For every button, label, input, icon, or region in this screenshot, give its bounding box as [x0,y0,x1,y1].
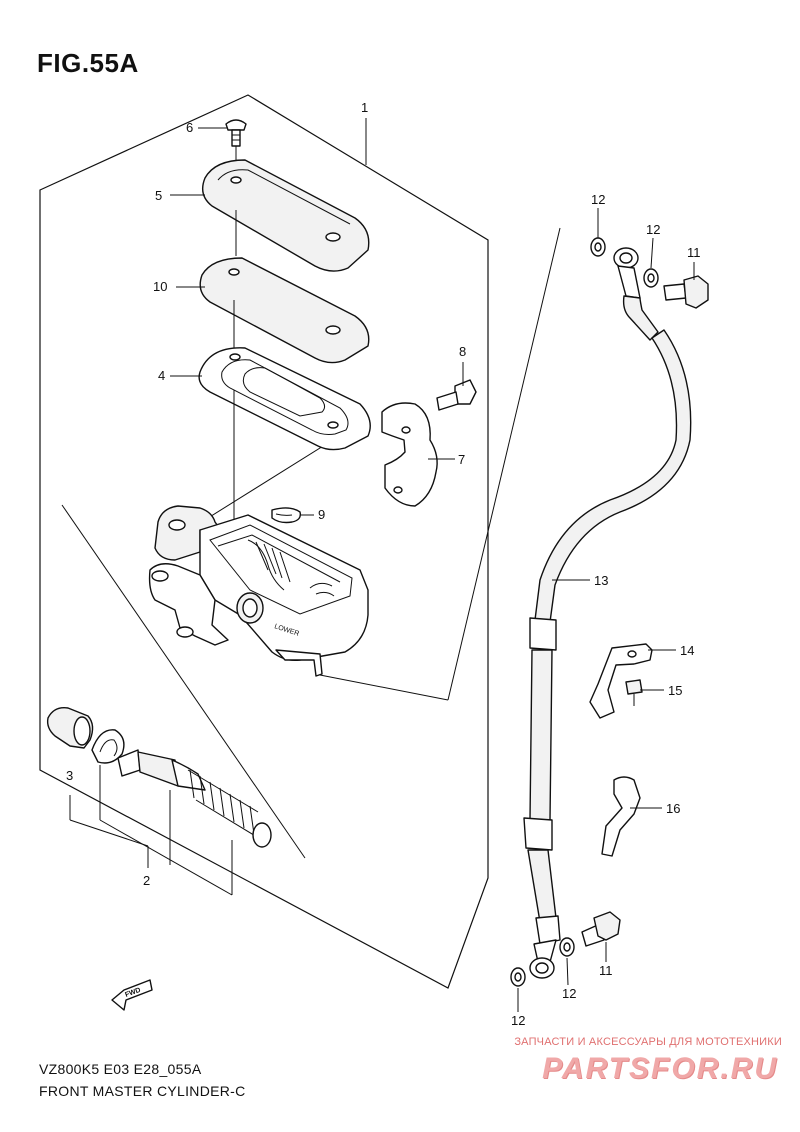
forward-arrow-mark: FWD [111,979,153,1011]
callout-6: 6 [186,120,193,135]
cap-part-5 [202,159,370,272]
figure-name: FRONT MASTER CYLINDER-C [39,1083,246,1099]
master-cylinder-body: LOWER [148,505,369,677]
watermark-logo: PARTSFOR.RU [542,1052,778,1085]
callout-1: 1 [361,100,368,115]
callout-14: 14 [680,643,694,658]
guide-line-bottom [319,674,449,701]
washer-part-12-top-left [590,237,606,257]
callout-2: 2 [143,873,150,888]
callout-5: 5 [155,188,162,203]
watermark-tagline: ЗАПЧАСТИ И АКСЕССУАРЫ ДЛЯ МОТОТЕХНИКИ [514,1036,782,1048]
union-bolt-part-11-top [663,275,709,309]
figure-title: FIG.55A [37,48,139,78]
union-bolt-part-11-bottom [581,911,621,947]
callout-12-bottom-left: 12 [511,1013,525,1028]
boot-part-3 [46,707,94,749]
callout-11-top: 11 [687,245,701,260]
bolt-part-15 [625,679,643,706]
model-code: VZ800K5 E03 E28_055A [39,1061,202,1077]
callout-16: 16 [666,801,680,816]
guide-line-upper [447,227,561,701]
callout-12-bottom-right: 12 [562,986,576,1001]
callout-12-top-right: 12 [646,222,660,237]
callout-10: 10 [153,279,167,294]
callout-4: 4 [158,368,165,383]
plate-part-10 [199,257,370,364]
guide-line-lower [61,504,306,859]
brake-hose-part-13 [523,247,692,979]
callout-12-top-left: 12 [591,192,605,207]
callout-13: 13 [594,573,608,588]
callout-9: 9 [318,507,325,522]
clip-part-9 [271,507,302,524]
diaphragm-part-4 [198,347,371,451]
callout-8: 8 [459,344,466,359]
bracket-part-14 [589,643,653,719]
washer-part-12-top-right [643,268,659,288]
assembly-outline [39,94,489,989]
callout-11-bottom: 11 [599,963,613,978]
washer-part-12-bottom-left [510,967,526,987]
washer-part-12-bottom-right [559,937,575,957]
callout-7: 7 [458,452,465,467]
callout-3: 3 [66,768,73,783]
snap-ring-part-3 [91,729,125,764]
clamp-part-7 [381,402,438,507]
piston-spring-part-2 [117,749,272,848]
callout-15: 15 [668,683,682,698]
clamp-part-16 [601,776,641,857]
bolt-part-8 [436,379,477,411]
